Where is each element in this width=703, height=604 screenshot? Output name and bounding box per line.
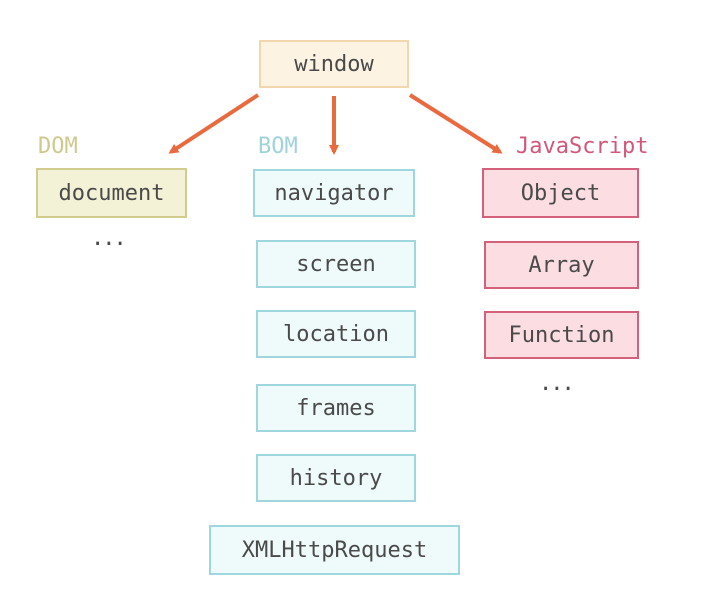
bom-node-navigator-label: navigator	[274, 180, 394, 206]
js-node-function-label: Function	[508, 322, 615, 348]
js-node-object: Object	[482, 168, 639, 218]
js-node-function: Function	[484, 311, 639, 359]
bom-node-frames: frames	[256, 384, 416, 432]
window-node: window	[259, 40, 409, 88]
bom-node-frames-label: frames	[296, 395, 376, 421]
bom-node-location-label: location	[283, 321, 389, 347]
bom-node-history-label: history	[289, 465, 383, 491]
dom-node-document: document	[36, 168, 187, 218]
bom-node-xmlhttprequest-label: XMLHttpRequest	[241, 537, 428, 563]
bom-node-navigator: navigator	[253, 169, 415, 217]
dom-node-document-label: document	[58, 180, 165, 206]
bom-node-screen-label: screen	[296, 251, 376, 277]
arrow-to-javascript	[408, 93, 503, 154]
js-node-array: Array	[484, 241, 639, 289]
bom-node-screen: screen	[256, 240, 416, 288]
js-more-ellipsis: ...	[539, 371, 575, 396]
javascript-group-title: JavaScript	[516, 134, 649, 159]
js-node-object-label: Object	[520, 180, 601, 206]
dom-more-ellipsis: ...	[91, 226, 127, 251]
dom-group-title: DOM	[38, 134, 78, 159]
js-node-array-label: Array	[528, 252, 595, 278]
window-node-label: window	[294, 51, 374, 77]
arrow-to-dom	[168, 93, 260, 154]
bom-node-history: history	[256, 454, 416, 502]
bom-group-title: BOM	[258, 134, 298, 159]
bom-node-xmlhttprequest: XMLHttpRequest	[209, 525, 460, 575]
bom-node-location: location	[256, 310, 416, 358]
